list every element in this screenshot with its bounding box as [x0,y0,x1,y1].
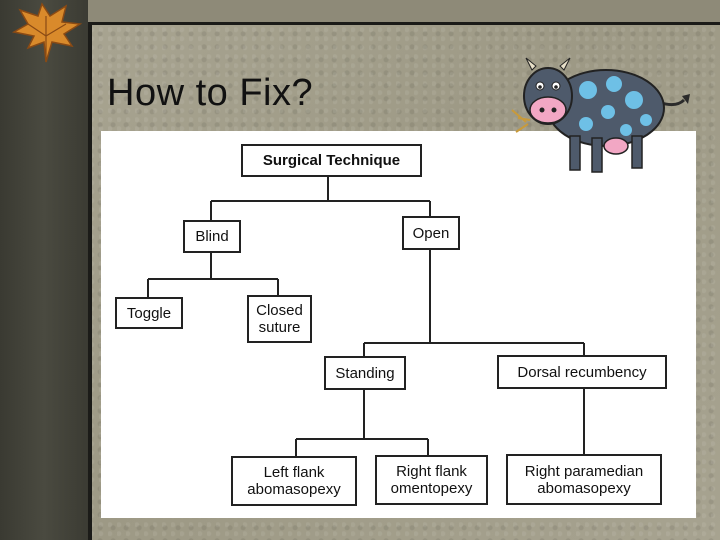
node-left-flank-abomasopexy: Left flank abomasopexy [231,456,357,506]
diagram-panel: Surgical Technique Blind Open Toggle Clo… [101,131,696,518]
node-closed-suture: Closed suture [247,295,312,343]
top-decorative-bar [88,0,720,22]
tree-connectors [147,175,585,457]
node-blind: Blind [183,220,241,253]
frame-line-horizontal [88,22,720,25]
slide-title: How to Fix? [107,72,314,114]
node-right-paramedian-abomasopexy: Right paramedian abomasopexy [506,454,662,505]
node-dorsal-recumbency: Dorsal recumbency [497,355,667,389]
node-open: Open [402,216,460,250]
node-right-flank-omentopexy: Right flank omentopexy [375,455,488,505]
autumn-leaf-icon [11,2,83,63]
node-toggle: Toggle [115,297,183,329]
frame-line-vertical [88,22,92,540]
node-standing: Standing [324,356,406,390]
node-surgical-technique: Surgical Technique [241,144,422,177]
cow-clipart [511,57,690,173]
left-decorative-bar [0,0,88,540]
